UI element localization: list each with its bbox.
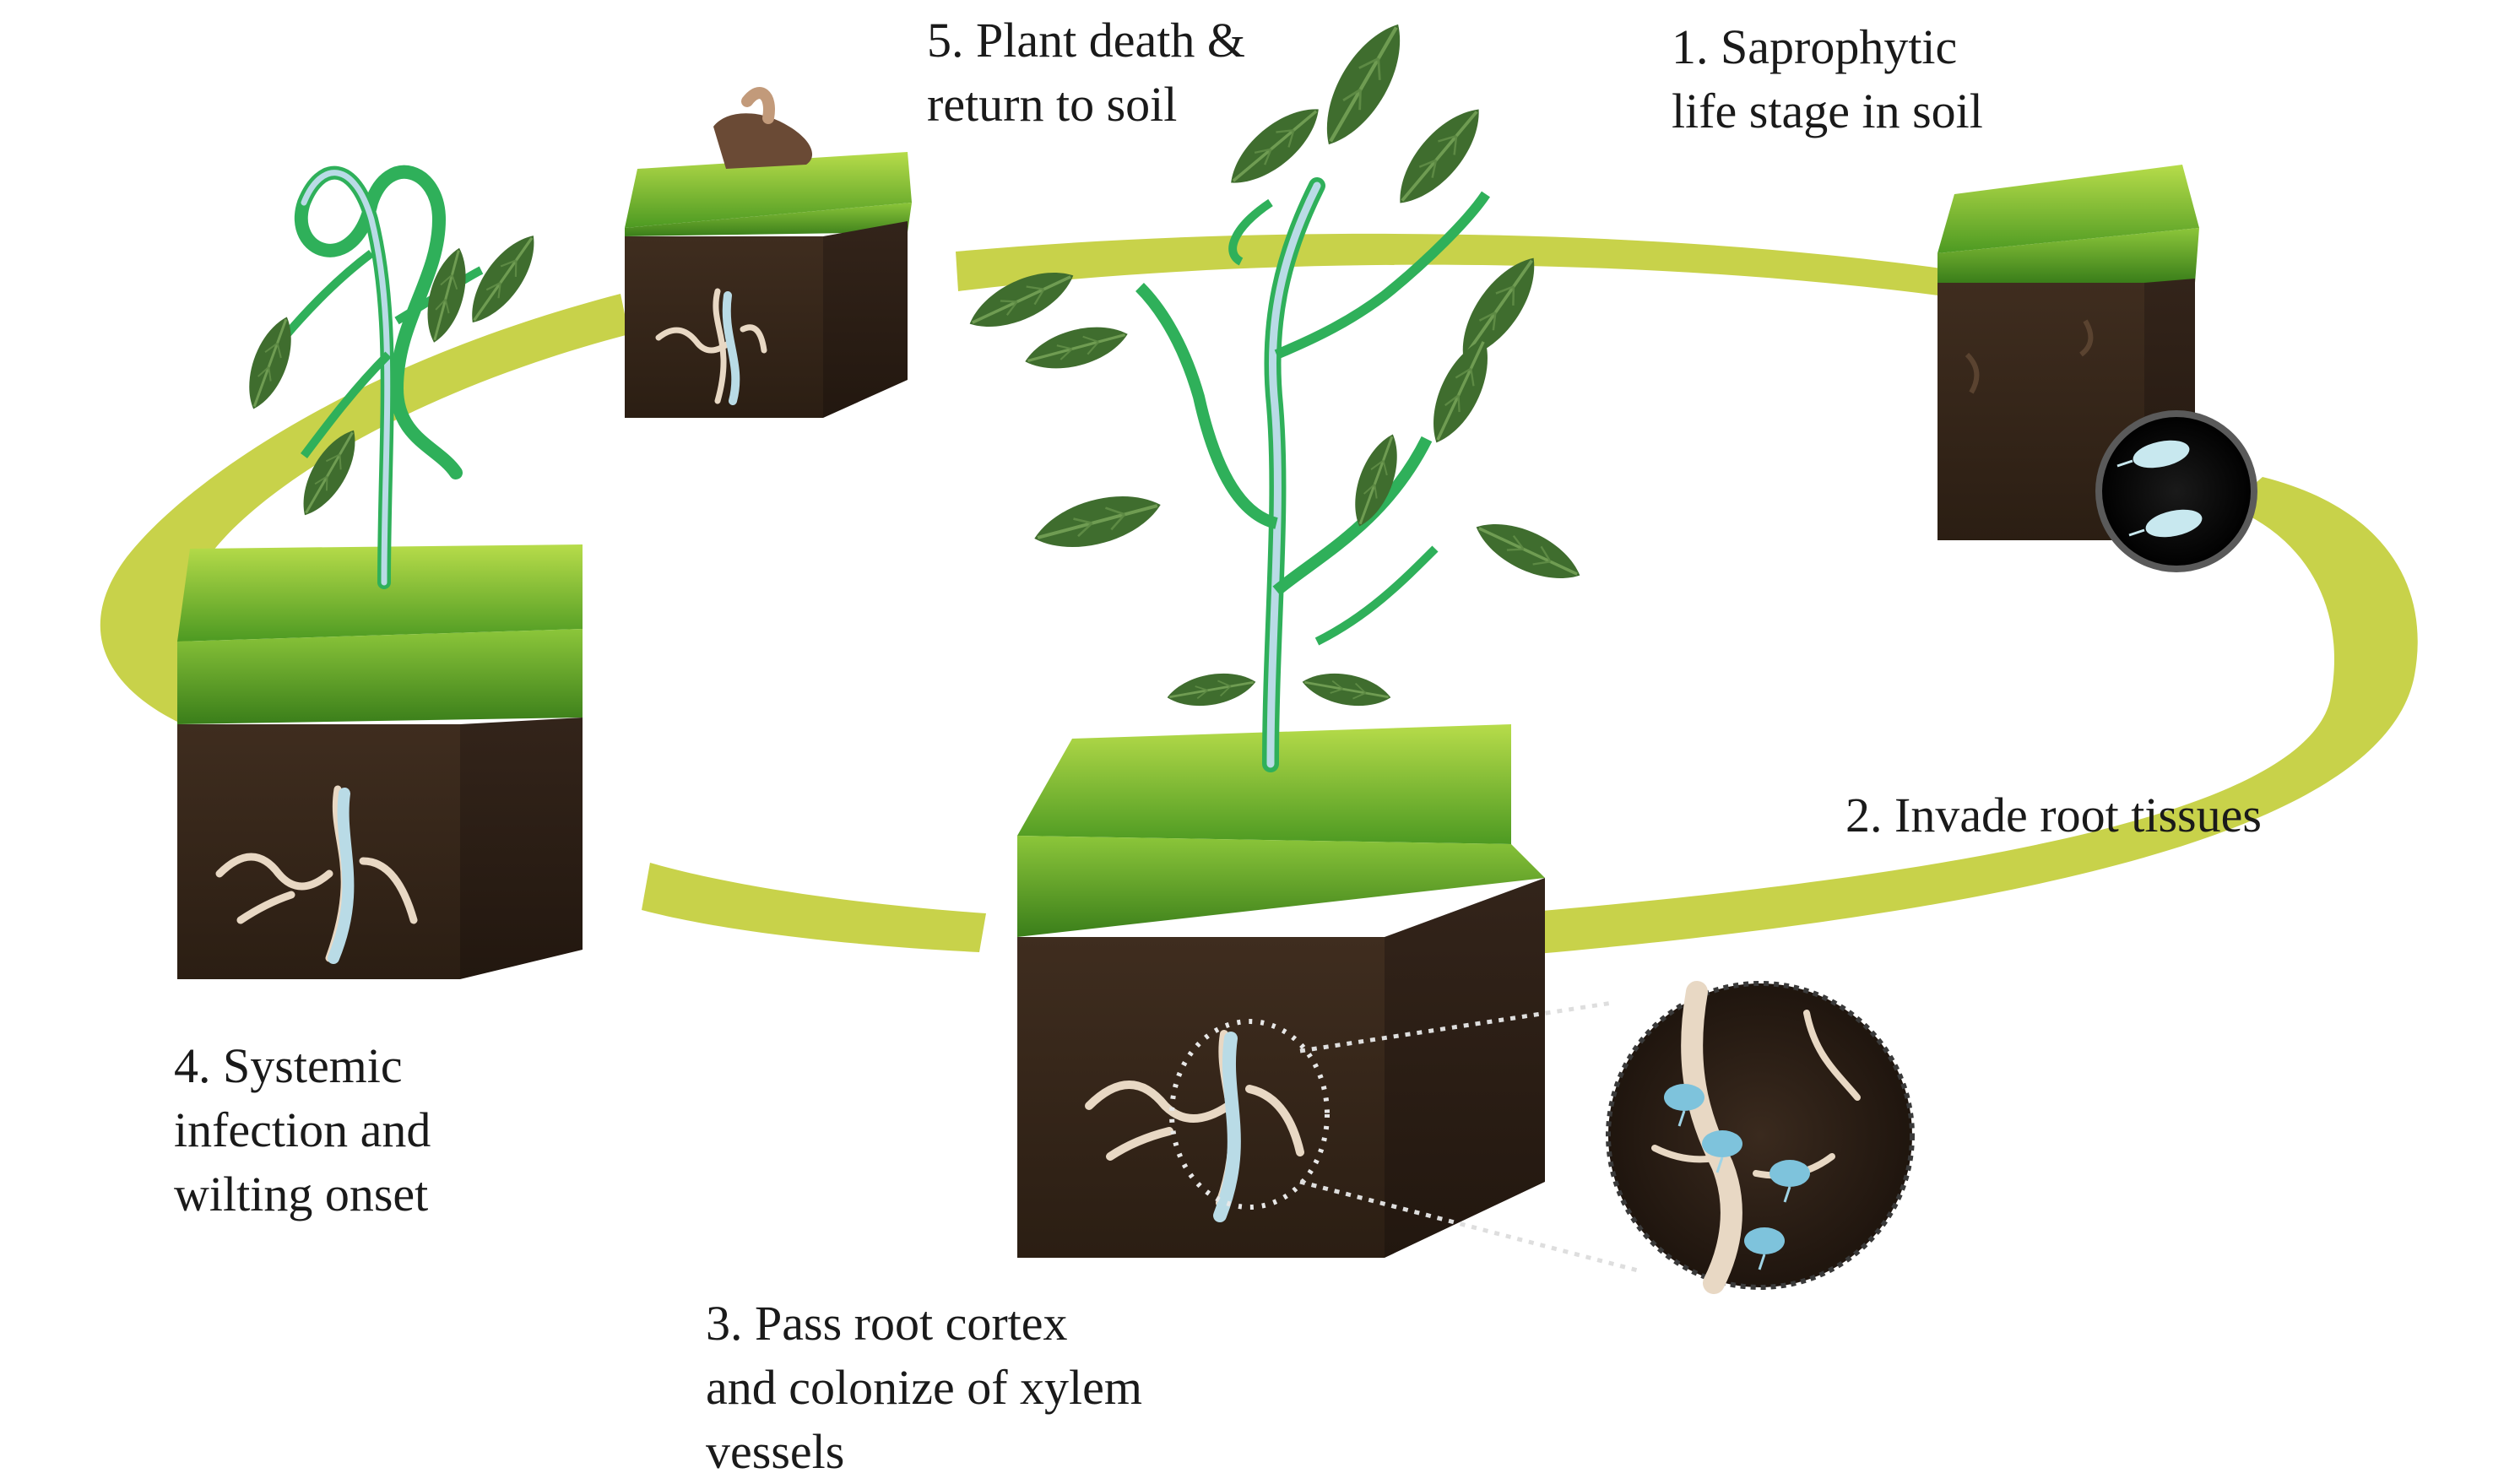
stage-4-line-1: 4. Systemic <box>174 1038 403 1093</box>
stage-4-label: 4. Systemic infection and wilting onset <box>174 1034 431 1227</box>
arrow-stage3-to-4 <box>642 863 986 952</box>
bacteria-icon <box>2095 410 2257 572</box>
stage-3-line-1: 3. Pass root cortex <box>706 1296 1068 1351</box>
zoom-region <box>1169 1019 1330 1210</box>
stage-5-label: 5. Plant death & return to soil <box>927 8 1245 137</box>
stage-3-line-2: and colonize of xylem <box>706 1360 1142 1415</box>
plant-icon-stage-3 <box>962 13 1590 772</box>
stage-3-label: 3. Pass root cortex and colonize of xyle… <box>706 1292 1142 1484</box>
soil-block-icon-stage-1 <box>1937 165 2199 540</box>
stage-1-label: 1. Saprophytic life stage in soil <box>1672 15 1983 144</box>
stage-3-line-3: vessels <box>706 1424 845 1479</box>
magnified-root-icon <box>1299 981 1915 1294</box>
stage-1-line-1: 1. Saprophytic <box>1672 19 1958 74</box>
arrow-stage4-to-5 <box>100 294 630 722</box>
plant-icon-stage-4 <box>236 165 550 589</box>
root-stage-5 <box>655 288 767 404</box>
stage-5-line-1: 5. Plant death & <box>927 13 1245 68</box>
stage-4-line-2: infection and <box>174 1102 431 1157</box>
soil-block-icon-stage-3 <box>1017 724 1545 1258</box>
stage-5-line-2: return to soil <box>927 77 1178 132</box>
stage-1-line-2: life stage in soil <box>1672 84 1983 138</box>
soil-block-icon-stage-4 <box>177 544 583 979</box>
stage-4-line-3: wilting onset <box>174 1167 429 1221</box>
arrow-top-band <box>956 233 1942 295</box>
arrow-stage1-to-2 <box>1532 477 2418 954</box>
soil-block-icon-stage-5 <box>625 87 912 418</box>
stage-2-line-1: 2. Invade root tissues <box>1845 788 2262 842</box>
cycle-arrows <box>100 233 2418 954</box>
stage-2-label: 2. Invade root tissues <box>1845 783 2262 848</box>
